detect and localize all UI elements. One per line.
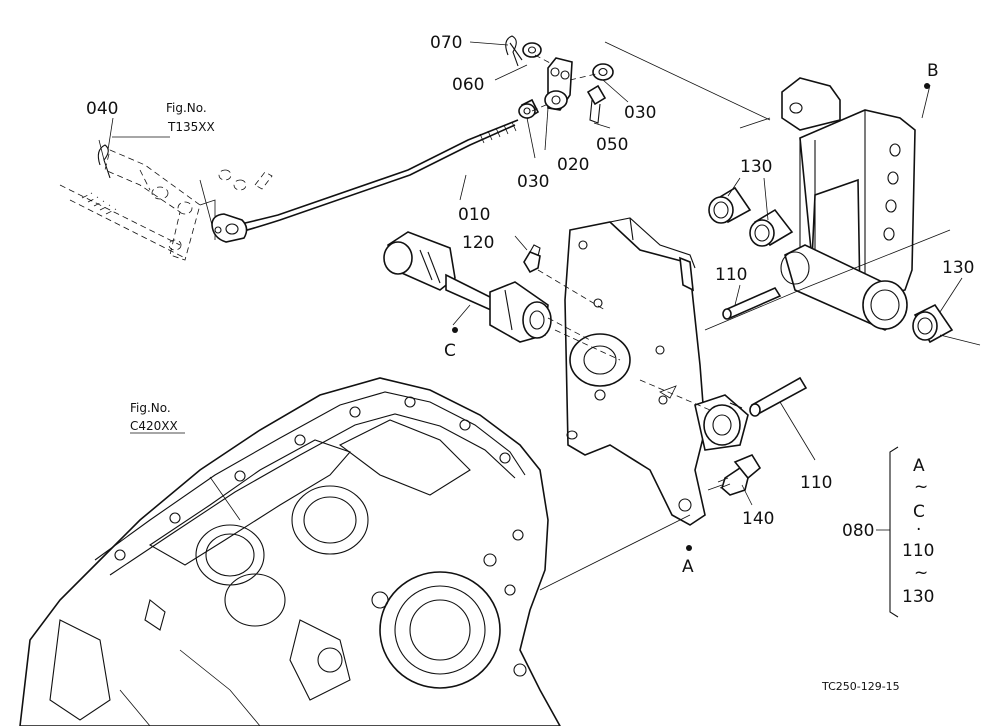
assembly-080-number: 080 [842,521,874,541]
label-030-right: 030 [624,103,656,123]
assembly-line-3: C [913,502,925,522]
rod-010 [211,119,519,243]
shaft-c [383,231,591,343]
label-130-top: 130 [740,157,772,177]
label-110-top: 110 [715,265,747,285]
drawing-code: TC250-129-15 [821,680,900,693]
assembly-080-group: 080 A ~ C · 110 ~ 130 [842,446,934,618]
label-050: 050 [596,135,628,155]
assembly-line-1: A [913,456,925,476]
point-c-dot [452,327,458,333]
transmission-case [19,377,561,726]
point-a-label: A [682,557,694,577]
label-070: 070 [430,33,462,53]
label-020: 020 [557,155,589,175]
label-130-right: 130 [942,258,974,278]
point-b-label: B [927,61,939,81]
grease-fitting-120 [523,244,606,311]
assembly-line-7: 130 [902,587,934,607]
yoke-assembly [505,35,614,124]
pins-110 [704,229,951,417]
assembly-line-6: ~ [914,563,928,583]
fig-ref-number-2: C420XX [130,419,178,433]
lift-arm-b [604,41,981,346]
label-140: 140 [742,509,774,529]
fig-ref-number-1: T135XX [167,120,215,134]
label-120: 120 [462,233,494,253]
reference-lever-t135 [59,139,273,261]
point-c-label: C [444,341,456,361]
label-060: 060 [452,75,484,95]
label-110-bottom: 110 [800,473,832,493]
fig-ref-label-1: Fig.No. [166,101,207,115]
label-040: 040 [86,99,118,119]
label-010: 010 [458,205,490,225]
fig-ref-label-2: Fig.No. [130,401,171,415]
leader-lines [107,41,963,591]
plate-bracket [554,217,749,526]
assembly-line-2: ~ [914,477,928,497]
bolt-140 [707,454,762,496]
label-030-left: 030 [517,172,549,192]
assembly-line-4: · [916,520,921,540]
point-a-dot [686,545,692,551]
assembly-line-5: 110 [902,541,934,561]
point-b-dot [924,83,930,89]
